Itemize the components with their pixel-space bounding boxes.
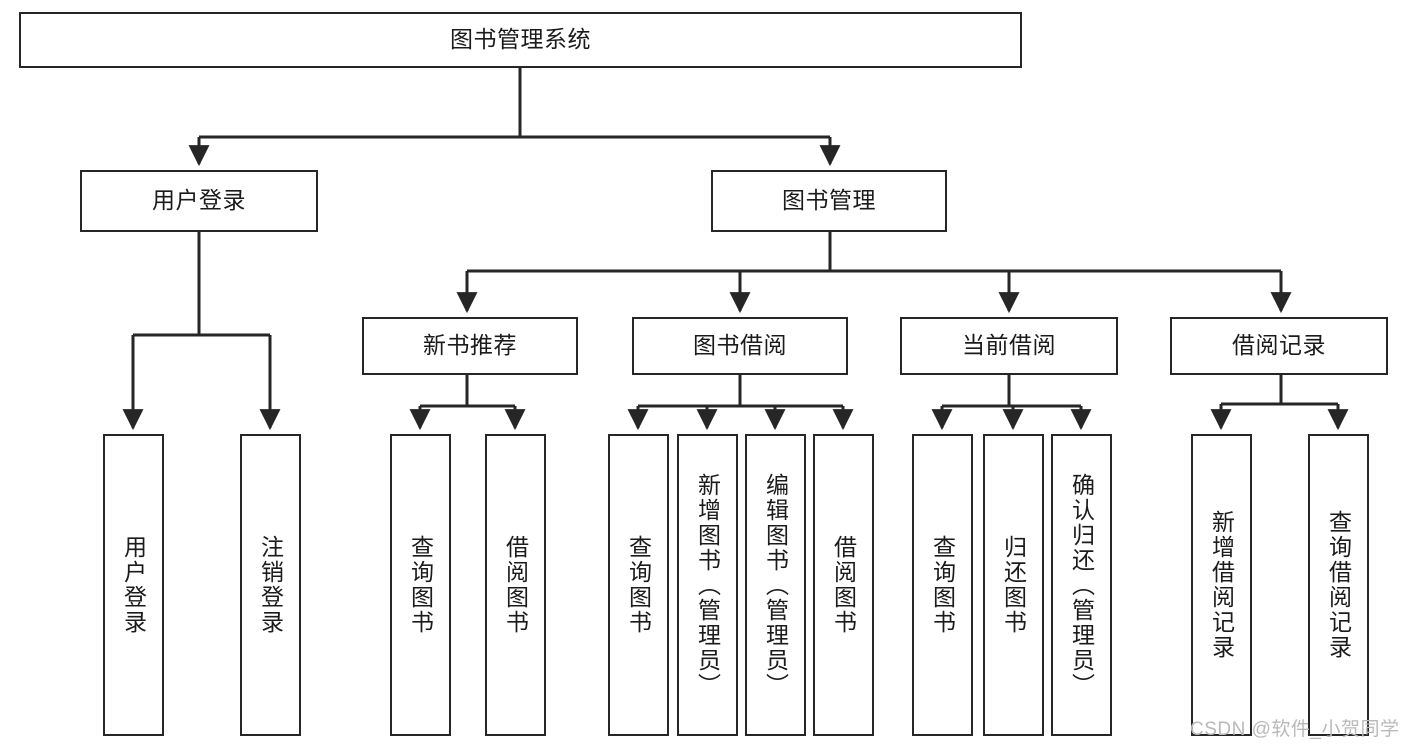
node-label: 新书推荐 [423,332,517,359]
node-label: 注销登录 [257,535,284,635]
node-label: 新增图书（管理员） [694,472,721,698]
node-root-system[interactable]: 图书管理系统 [19,12,1022,68]
node-leaf-add-borrow-record[interactable]: 新增借阅记录 [1191,434,1252,736]
node-borrow-record[interactable]: 借阅记录 [1170,317,1388,375]
node-leaf-borrow-book[interactable]: 借阅图书 [813,434,874,736]
node-leaf-user-logout[interactable]: 注销登录 [240,434,301,736]
node-label: 查询图书 [407,535,434,635]
node-leaf-query-book-current[interactable]: 查询图书 [912,434,973,736]
node-leaf-add-book[interactable]: 新增图书（管理员） [677,434,738,736]
node-label: 新增借阅记录 [1208,510,1235,660]
node-book-borrow[interactable]: 图书借阅 [632,317,848,375]
node-label: 借阅记录 [1232,332,1326,359]
node-label: 编辑图书（管理员） [762,472,789,698]
node-label: 确认归还（管理员） [1068,472,1095,698]
node-label: 查询图书 [929,535,956,635]
node-leaf-edit-book[interactable]: 编辑图书（管理员） [745,434,806,736]
node-label: 图书借阅 [693,332,787,359]
node-leaf-confirm-return[interactable]: 确认归还（管理员） [1051,434,1112,736]
node-leaf-user-login[interactable]: 用户登录 [103,434,164,736]
node-label: 查询图书 [625,535,652,635]
node-leaf-return-book[interactable]: 归还图书 [983,434,1044,736]
node-current-borrow[interactable]: 当前借阅 [900,317,1118,375]
node-leaf-query-borrow-record[interactable]: 查询借阅记录 [1308,434,1369,736]
node-leaf-query-book-borrow[interactable]: 查询图书 [608,434,669,736]
node-leaf-query-book-recommendation[interactable]: 查询图书 [390,434,451,736]
node-label: 借阅图书 [502,535,529,635]
csdn-watermark: CSDN @软件_小贺同学 [1190,719,1400,740]
node-label: 当前借阅 [962,332,1056,359]
node-label: 查询借阅记录 [1325,510,1352,660]
node-user-login[interactable]: 用户登录 [80,170,318,232]
node-label: 图书管理系统 [450,26,591,53]
node-leaf-borrow-book-recommendation[interactable]: 借阅图书 [485,434,546,736]
node-book-management[interactable]: 图书管理 [711,170,947,232]
node-label: 借阅图书 [830,535,857,635]
node-label: 用户登录 [152,187,246,214]
node-label: 用户登录 [120,535,147,635]
node-label: 图书管理 [782,187,876,214]
node-new-book-recommendation[interactable]: 新书推荐 [362,317,578,375]
node-label: 归还图书 [1000,535,1027,635]
